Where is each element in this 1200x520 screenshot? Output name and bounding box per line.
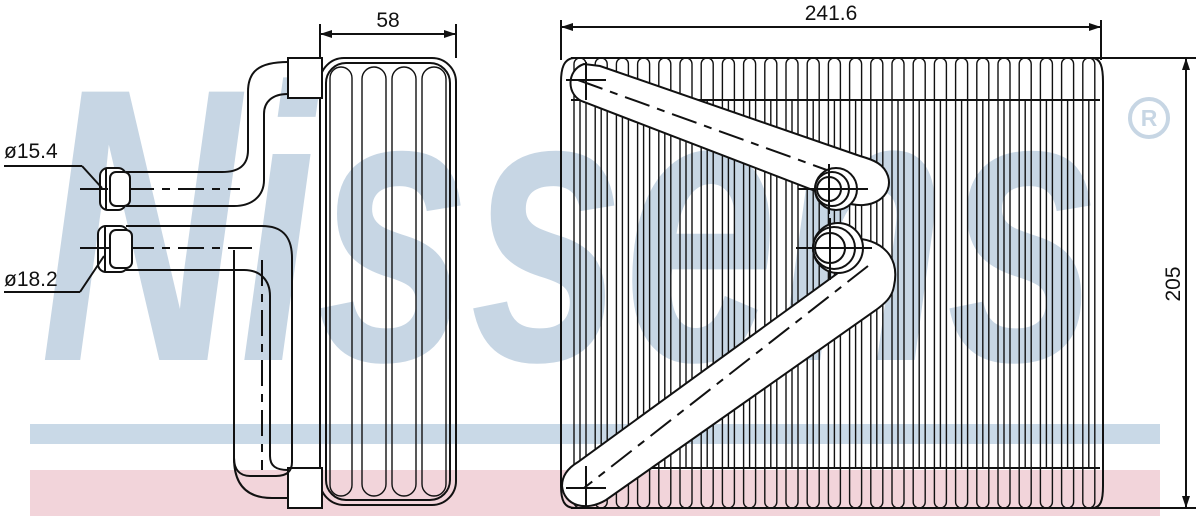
side-width-dimension: 58: [319, 9, 457, 58]
lower-pipe-return: [233, 457, 288, 499]
side-core-outer: [319, 57, 457, 506]
upper-pipe-outer: [126, 61, 289, 173]
pipe-small-label: ø15.4: [4, 140, 58, 163]
upper-fitting-block: [287, 57, 323, 99]
registered-mark: R: [1128, 97, 1170, 139]
side-core-channel-1: [329, 66, 353, 497]
side-core-channel-2: [361, 66, 387, 497]
upper-pipe-inner: [126, 93, 289, 207]
pipe-large-label-group: ø18.2: [4, 247, 110, 293]
registered-mark-letter: R: [1141, 105, 1158, 131]
lower-pipe-inner: [126, 269, 289, 471]
front-width-arrow-left: [561, 23, 573, 31]
front-width-arrow-right: [1089, 23, 1101, 31]
side-upper-fitting: [126, 57, 323, 207]
lower-diagonal-pipe: [560, 236, 897, 508]
side-view: 58: [4, 9, 457, 509]
front-large-port: [796, 218, 872, 280]
front-pipe-upper: [566, 62, 890, 207]
pipe-large-leader-slant: [79, 255, 105, 293]
side-core-outline: [319, 57, 457, 506]
front-height-label: 205: [1162, 266, 1185, 301]
front-view: 241.6 205: [560, 2, 1196, 509]
side-width-label: 58: [376, 9, 399, 32]
front-height-arrow-bottom: [1182, 496, 1190, 508]
side-width-arrow-left: [320, 30, 332, 38]
pipe-small-connector: [99, 167, 131, 211]
large-connector-body: [109, 229, 133, 269]
side-core-channel-4: [421, 66, 447, 497]
side-width-arrow-right: [444, 30, 456, 38]
lower-diagonal-centerline: [583, 265, 869, 489]
front-pipe-lower: [560, 236, 897, 508]
front-right-cap: [1091, 57, 1104, 509]
pipe-small-label-group: ø15.4: [4, 140, 108, 190]
lower-fitting-block: [287, 467, 323, 509]
lower-pipe-outer: [126, 225, 293, 477]
registered-mark-circle: [1128, 97, 1170, 139]
small-connector-body: [109, 171, 131, 207]
front-small-port: [798, 164, 868, 214]
side-core-inner: [325, 62, 451, 501]
side-core-channel-3: [391, 66, 417, 497]
side-lower-fitting: [126, 225, 323, 509]
pipe-large-label: ø18.2: [4, 268, 58, 291]
front-left-cap: [560, 57, 576, 509]
pipe-small-leader-slant: [81, 165, 103, 189]
front-width-dimension: 241.6: [560, 2, 1102, 60]
front-height-dimension: 205: [1100, 57, 1196, 509]
front-width-label: 241.6: [805, 2, 858, 25]
front-height-arrow-top: [1182, 58, 1190, 70]
